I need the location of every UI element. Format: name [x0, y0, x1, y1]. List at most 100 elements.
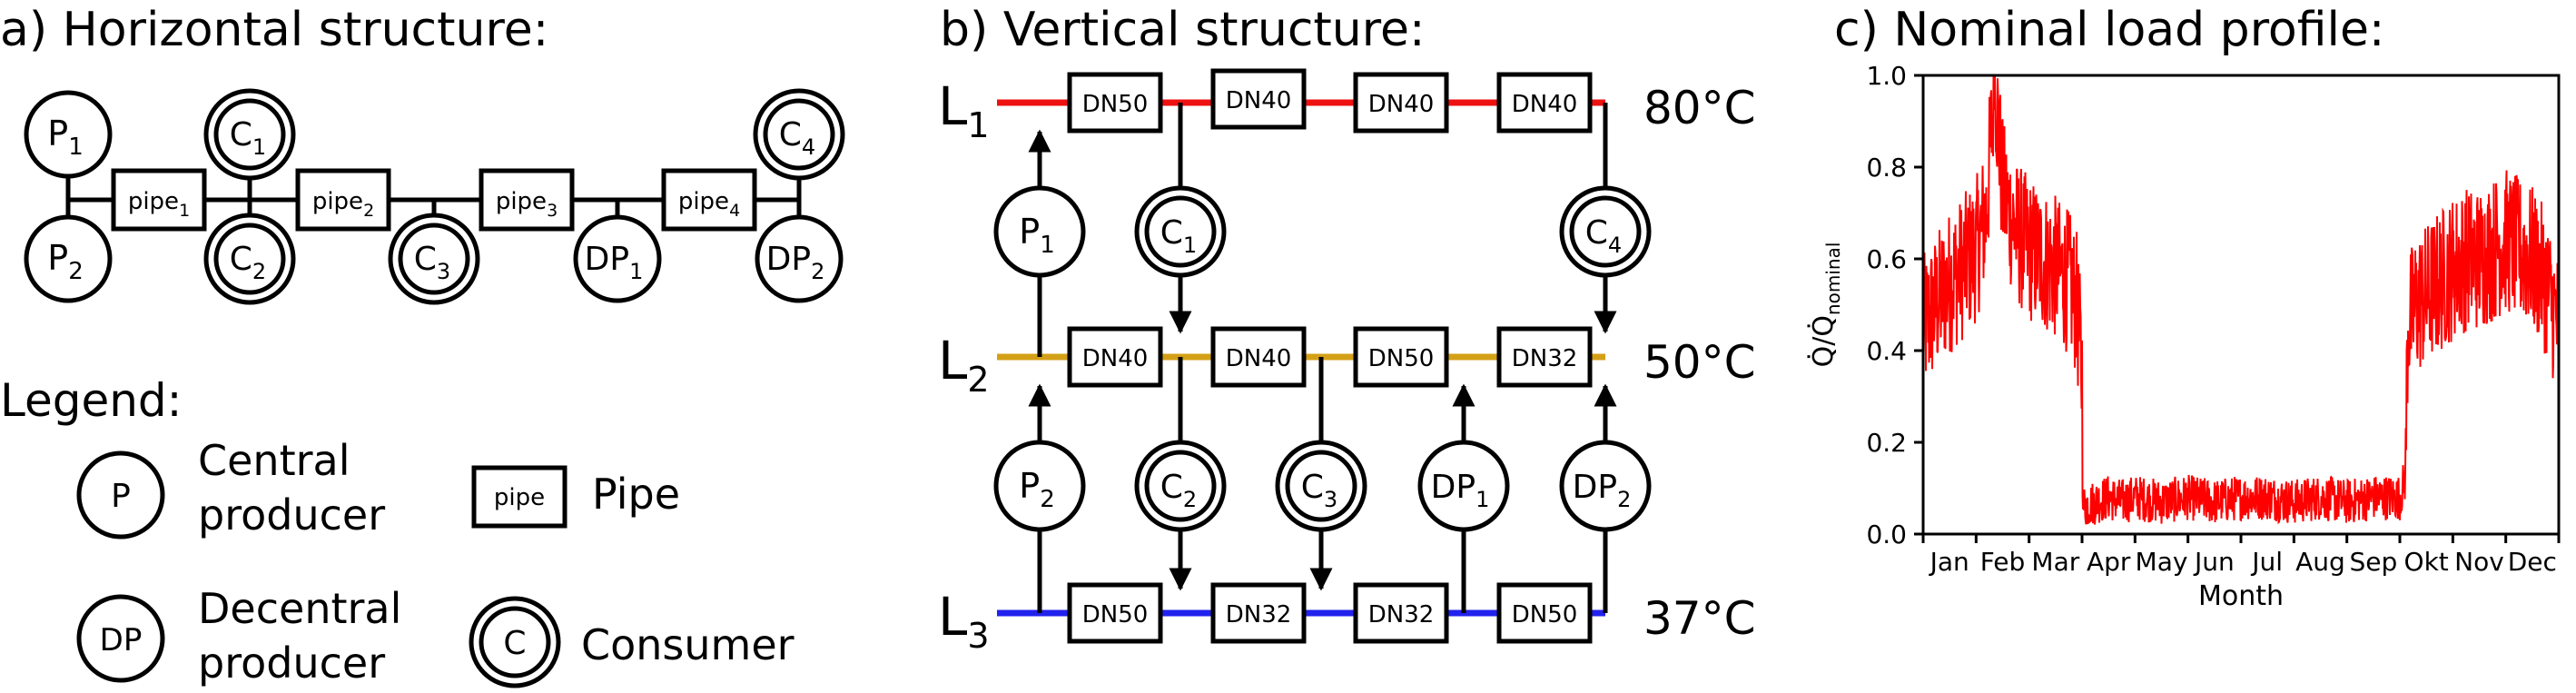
load-profile-series-line [1922, 74, 2560, 525]
svg-text:DN32: DN32 [1512, 345, 1578, 372]
level-1-pipes: DN50 DN40 DN40 DN40 [1067, 68, 1593, 134]
panel-c: c) Nominal load profile: 0.0 0.2 0.4 0.6 0.8… [1808, 3, 2561, 612]
svg-text:pipe1: pipe1 [128, 188, 190, 221]
legend-consumer-symbol: C [469, 596, 561, 688]
x-tick-label: Mar [2031, 547, 2079, 577]
consumer-c1-node: C1 [203, 88, 296, 181]
level-1-pipe-4: DN40 [1496, 72, 1593, 134]
x-tick-label: Apr [2087, 547, 2131, 577]
b-consumer-c2-node: C2 [1134, 440, 1227, 532]
level-1-temperature: 80°C [1643, 82, 1756, 134]
b-consumer-c1-node: C1 [1134, 185, 1227, 278]
b-producer-p1-node: P1 [993, 185, 1086, 278]
svg-text:DN40: DN40 [1226, 345, 1292, 372]
svg-text:DN40: DN40 [1368, 91, 1435, 118]
svg-text:P2: P2 [1019, 466, 1054, 513]
x-tick-label: Nov [2454, 547, 2504, 577]
x-tick-label: Jun [2193, 547, 2235, 577]
plot-area-frame [1921, 74, 2561, 536]
y-tick-label: 0.4 [1866, 336, 1907, 366]
legend-pipe-label: Pipe [592, 470, 680, 519]
legend-decentral-symbol: DP [76, 594, 165, 683]
svg-text:C1: C1 [230, 116, 266, 160]
b-producer-p2-node: P2 [993, 440, 1086, 532]
svg-text:DN40: DN40 [1226, 87, 1292, 114]
level-2-pipe-3: DN50 [1353, 326, 1449, 388]
legend-producer-label-1: Central [198, 436, 350, 485]
x-tick-label: Okt [2404, 547, 2449, 577]
level-2-pipes: DN40 DN40 DN50 DN32 [1067, 326, 1593, 388]
level-3-pipe-3: DN32 [1353, 582, 1449, 644]
legend-producer-symbol: P [76, 450, 165, 540]
y-axis-label: Q̇/Q̇nominal [1808, 243, 1844, 368]
b-consumer-c4-node: C4 [1559, 185, 1652, 278]
x-tick-label: Sep [2349, 547, 2397, 577]
svg-text:DN32: DN32 [1226, 601, 1292, 629]
level-2-label: L2 [938, 330, 990, 400]
y-tick-label: 0.2 [1866, 428, 1907, 458]
b-decentral-dp2-node: DP2 [1559, 440, 1652, 532]
svg-text:C4: C4 [779, 116, 815, 160]
svg-text:DP1: DP1 [585, 241, 644, 284]
panel-c-title: c) Nominal load profile: [1834, 3, 2384, 57]
level-1-pipe-3: DN40 [1353, 72, 1449, 134]
svg-text:pipe: pipe [494, 484, 545, 511]
svg-text:DN50: DN50 [1512, 601, 1578, 629]
svg-text:DP1: DP1 [1431, 469, 1490, 512]
level-2-pipe-2: DN40 [1210, 326, 1307, 388]
level-2-pipe-4: DN32 [1496, 326, 1593, 388]
svg-text:P: P [111, 478, 131, 515]
y-tick-label: 0.0 [1866, 520, 1907, 549]
svg-text:DP2: DP2 [766, 241, 825, 284]
panel-a: a) Horizontal structure: pipe1 pipe2 pip… [0, 3, 845, 688]
level-3-pipes: DN50 DN32 DN32 DN50 [1067, 582, 1593, 644]
legend: Legend: P Central producer pipe Pipe DP … [0, 374, 795, 688]
svg-text:P2: P2 [47, 238, 83, 285]
consumer-c3-node: C3 [388, 213, 480, 305]
svg-text:C: C [503, 625, 526, 662]
decentral-dp2-node: DP2 [755, 214, 844, 303]
svg-text:C2: C2 [230, 241, 266, 284]
y-tick-label: 0.6 [1866, 244, 1907, 274]
svg-text:P1: P1 [1019, 212, 1054, 259]
level-1-pipe-2: DN40 [1210, 68, 1307, 130]
level-3-pipe-4: DN50 [1496, 582, 1593, 644]
panel-b: b) Vertical structure: L1 L2 L3 80°C 50°… [938, 3, 1756, 656]
legend-producer-label-2: producer [198, 490, 385, 540]
level-2-pipe-1: DN40 [1067, 326, 1163, 388]
pipe-3-box: pipe3 [479, 168, 575, 232]
b-decentral-dp1-node: DP1 [1417, 440, 1510, 532]
svg-text:DN40: DN40 [1512, 91, 1578, 118]
producer-p1-node: P1 [24, 90, 113, 179]
svg-text:pipe3: pipe3 [496, 188, 558, 221]
svg-text:DN50: DN50 [1082, 601, 1149, 629]
level-1-pipe-1: DN50 [1067, 72, 1163, 134]
y-tick-label: 0.8 [1866, 153, 1907, 183]
svg-text:DN40: DN40 [1082, 345, 1149, 372]
svg-text:pipe4: pipe4 [678, 188, 740, 221]
svg-text:DN32: DN32 [1368, 601, 1435, 629]
svg-text:DP2: DP2 [1573, 469, 1632, 512]
x-tick-label: Dec [2508, 547, 2557, 577]
pipe-1-box: pipe1 [111, 168, 207, 232]
panel-b-title: b) Vertical structure: [940, 3, 1426, 57]
y-axis-ticks: 0.0 0.2 0.4 0.6 0.8 1.0 [1866, 61, 1923, 549]
svg-text:DP: DP [100, 622, 143, 658]
svg-text:C4: C4 [1585, 214, 1622, 258]
level-3-pipe-1: DN50 [1067, 582, 1163, 644]
x-tick-label: Jan [1929, 547, 1969, 577]
level-1-label: L1 [938, 75, 990, 145]
decentral-dp1-node: DP1 [573, 214, 662, 303]
pipe-2-box: pipe2 [295, 168, 391, 232]
pipe-4-box: pipe4 [661, 168, 757, 232]
level-3-pipe-2: DN32 [1210, 582, 1307, 644]
b-consumer-c3-node: C3 [1275, 440, 1367, 532]
svg-text:P1: P1 [47, 114, 83, 161]
consumer-c4-node: C4 [753, 88, 845, 181]
legend-decentral-label-2: producer [198, 639, 385, 688]
y-tick-label: 1.0 [1866, 61, 1907, 91]
legend-pipe-symbol: pipe [471, 465, 568, 529]
svg-text:pipe2: pipe2 [312, 188, 374, 221]
x-tick-label: Aug [2295, 547, 2345, 577]
